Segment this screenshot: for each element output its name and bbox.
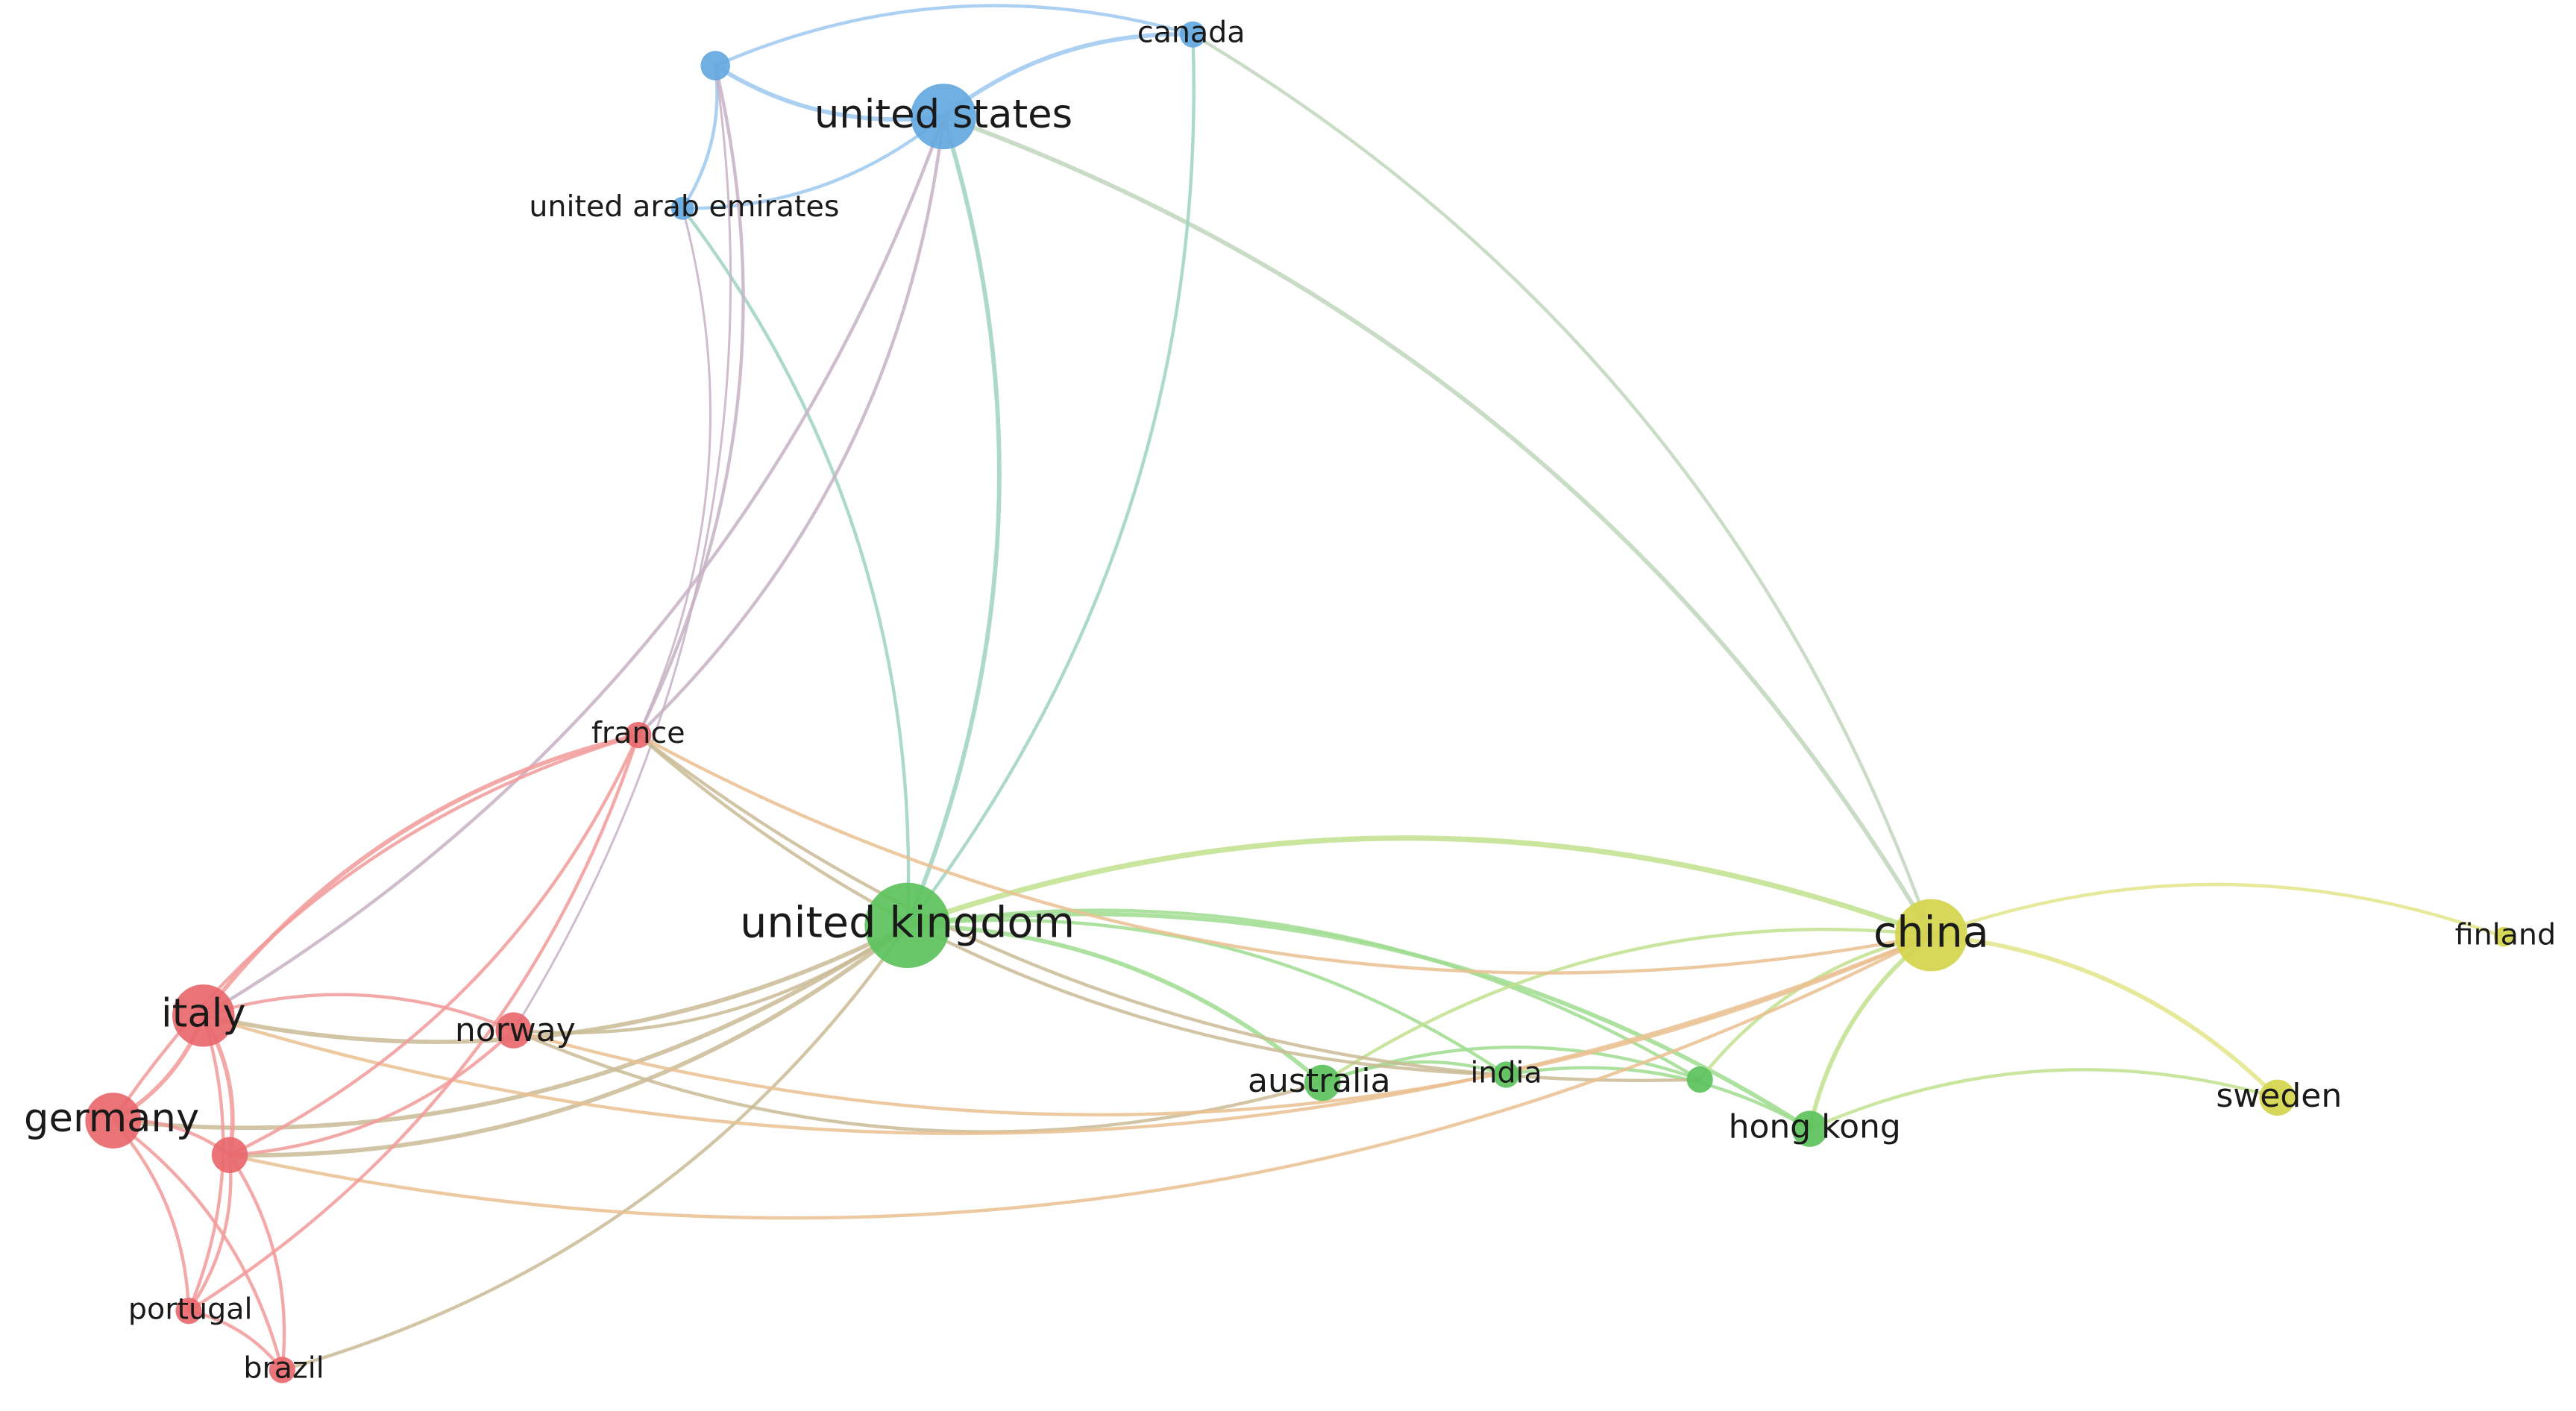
node-portugal[interactable] — [175, 1298, 202, 1324]
node-norway[interactable] — [495, 1012, 532, 1049]
label-germany: germany — [24, 1096, 199, 1141]
label-france: france — [591, 716, 685, 750]
edge-united-arab-emirates-united-kingdom — [681, 207, 911, 927]
edge-china-red-unlabeled — [227, 933, 1933, 1220]
node-hong-kong[interactable] — [1791, 1110, 1828, 1147]
edge-china-italy — [201, 933, 1933, 1136]
label-united-kingdom: united kingdom — [740, 898, 1075, 947]
node-france[interactable] — [625, 722, 652, 749]
edge-united-states-canada — [941, 32, 1196, 119]
edge-united-states-italy — [201, 115, 946, 1017]
node-blue-unlabeled[interactable] — [700, 51, 730, 81]
edge-china-finland — [1929, 882, 2506, 939]
edge-italy-norway — [201, 993, 515, 1032]
label-norway: norway — [455, 1011, 576, 1049]
edge-germany-france — [111, 733, 640, 1122]
edge-italy-france — [201, 732, 641, 1018]
node-united-arab-emirates[interactable] — [670, 197, 694, 220]
node-sweden[interactable] — [2259, 1079, 2296, 1116]
edge-blue-unlabeled-norway — [512, 64, 732, 1032]
node-brazil[interactable] — [268, 1357, 295, 1383]
edge-canada-china — [1191, 33, 1933, 937]
edge-united-arab-emirates-france — [637, 207, 711, 737]
edge-australia-china — [1321, 927, 1933, 1085]
edge-united-kingdom-norway — [512, 923, 909, 1034]
edge-united-states-united-arab-emirates — [681, 115, 946, 210]
label-united-arab-emirates: united arab emirates — [529, 189, 839, 224]
label-finland: finland — [2455, 918, 2556, 952]
edge-red-unlabeled-portugal — [186, 1153, 233, 1313]
edge-united-states-france — [636, 115, 946, 737]
edge-united-states-china — [941, 114, 1934, 937]
node-green-unlabeled[interactable] — [1686, 1066, 1713, 1093]
node-finland[interactable] — [2494, 927, 2514, 947]
edge-germany-brazil — [111, 1119, 284, 1372]
node-red-unlabeled[interactable] — [211, 1137, 248, 1174]
edge-united-kingdom-brazil — [280, 923, 909, 1372]
edge-united-kingdom-red-unlabeled — [227, 923, 910, 1157]
node-united-states[interactable] — [911, 84, 976, 150]
label-portugal: portugal — [128, 1292, 253, 1326]
edge-united-states-united-kingdom — [905, 114, 1002, 928]
edge-france-red-unlabeled — [227, 733, 640, 1157]
node-germany[interactable] — [85, 1093, 142, 1148]
edge-china-france — [636, 733, 1933, 975]
edges-layer — [110, 4, 2506, 1372]
edge-hong-kong-sweden — [1808, 1068, 2279, 1131]
edge-green-unlabeled-france — [636, 733, 1702, 1083]
edge-india-france — [636, 733, 1508, 1077]
label-canada: canada — [1137, 16, 1245, 50]
edge-united-kingdom-green-unlabeled — [905, 908, 1702, 1081]
edge-portugal-brazil — [186, 1309, 284, 1372]
nodes-layer — [85, 21, 2514, 1383]
label-italy: italy — [161, 990, 246, 1036]
edge-canada-united-kingdom — [905, 33, 1196, 927]
label-australia: australia — [1248, 1062, 1391, 1100]
label-hong-kong: hong kong — [1729, 1108, 1901, 1146]
edge-france-portugal — [186, 733, 640, 1313]
node-united-kingdom[interactable] — [864, 882, 950, 969]
label-india: india — [1470, 1056, 1542, 1090]
node-china[interactable] — [1895, 899, 1967, 972]
edge-united-kingdom-china — [905, 835, 1934, 938]
labels-layer: united states canada united arab emirates u… — [24, 16, 2556, 1386]
edge-blue-unlabeled-united-arab-emirates — [681, 63, 719, 210]
edge-australia-norway — [512, 1028, 1325, 1134]
node-italy[interactable] — [172, 984, 235, 1047]
edge-blue-unlabeled-canada — [714, 4, 1195, 68]
label-sweden: sweden — [2216, 1077, 2342, 1115]
edge-united-kingdom-india — [905, 918, 1508, 1077]
edge-norway-red-unlabeled — [227, 1028, 515, 1157]
edge-united-kingdom-australia — [905, 923, 1325, 1085]
node-australia[interactable] — [1304, 1064, 1341, 1102]
edge-india-hong-kong — [1504, 1066, 1812, 1131]
edge-red-unlabeled-brazil — [227, 1153, 286, 1372]
label-brazil: brazil — [243, 1351, 324, 1386]
edge-china-norway — [512, 933, 1933, 1116]
label-united-states: united states — [814, 92, 1072, 137]
node-india[interactable] — [1493, 1061, 1520, 1088]
node-canada[interactable] — [1179, 21, 1206, 48]
edge-blue-unlabeled-france — [636, 63, 745, 737]
label-china: china — [1873, 908, 1989, 958]
edge-china-sweden — [1929, 933, 2280, 1100]
